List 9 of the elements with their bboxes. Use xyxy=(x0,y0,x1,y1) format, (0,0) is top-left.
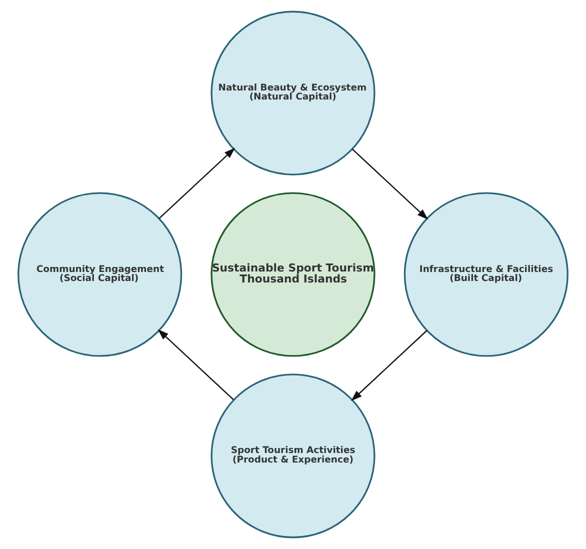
arrow xyxy=(351,330,428,402)
node-circle: Infrastructure & Facilities (Built Capital) xyxy=(404,192,568,357)
node-circle: Community Engagement (Social Capital) xyxy=(18,192,182,357)
arrow xyxy=(158,329,234,400)
arrow xyxy=(158,148,236,219)
arrow xyxy=(352,148,428,220)
node-circle: Sustainable Sport Tourism Thousand Islands xyxy=(210,192,376,357)
node-circle: Sport Tourism Activities (Product & Experience) xyxy=(210,374,376,538)
node-circle: Natural Beauty & Ecosystem (Natural Capital) xyxy=(210,10,376,176)
